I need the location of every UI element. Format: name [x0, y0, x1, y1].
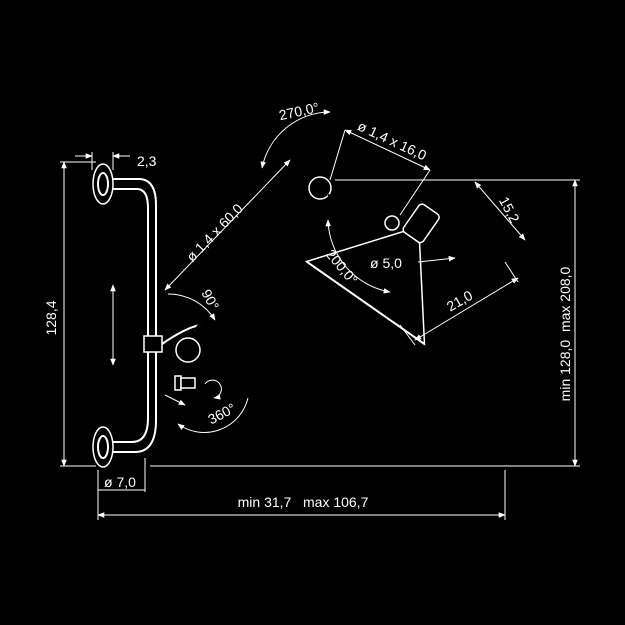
shade-height-dimension [474, 181, 526, 241]
rotation-360-arc [177, 397, 249, 433]
dimension-lines [60, 109, 580, 520]
long-arm-label: ø 1,4 x 60,0 [183, 200, 246, 264]
bottom-wall-plate [92, 426, 114, 468]
top-wall-plate [92, 163, 114, 205]
shade-height-label: 15,2 [496, 194, 523, 226]
knob [174, 375, 196, 391]
dimension-labels: 128,4 min 31,7 max 106,7 min 128,0 max 2… [43, 99, 573, 510]
head-joint [384, 215, 400, 231]
elbow-joint [308, 176, 332, 200]
wall-mount [92, 163, 201, 468]
height-range-label: min 128,0 max 208,0 [557, 266, 573, 401]
rotation-knob-label: 360° [205, 400, 238, 428]
wall-offset-label: 2,3 [137, 153, 157, 169]
arm-pivot [175, 337, 201, 363]
shade-diameter-label: 21,0 [444, 287, 476, 315]
rotation-side-label: 90° [198, 287, 222, 313]
socket-diameter-label: ø 5,0 [370, 255, 402, 271]
width-range-label: min 31,7 max 106,7 [238, 494, 369, 510]
rotation-200-arc [325, 219, 391, 294]
height-base-label: 128,4 [43, 300, 59, 335]
rotation-90-arc [167, 293, 216, 321]
long-arm-dimension [164, 159, 291, 291]
wall-plate-diameter-label: ø 7,0 [104, 474, 136, 490]
slider-clamp [143, 335, 163, 353]
shade-diameter-dimension [414, 277, 519, 341]
short-arm-dimension [344, 129, 431, 171]
rotation-270-arc [260, 109, 331, 169]
rail-tube [113, 178, 157, 453]
